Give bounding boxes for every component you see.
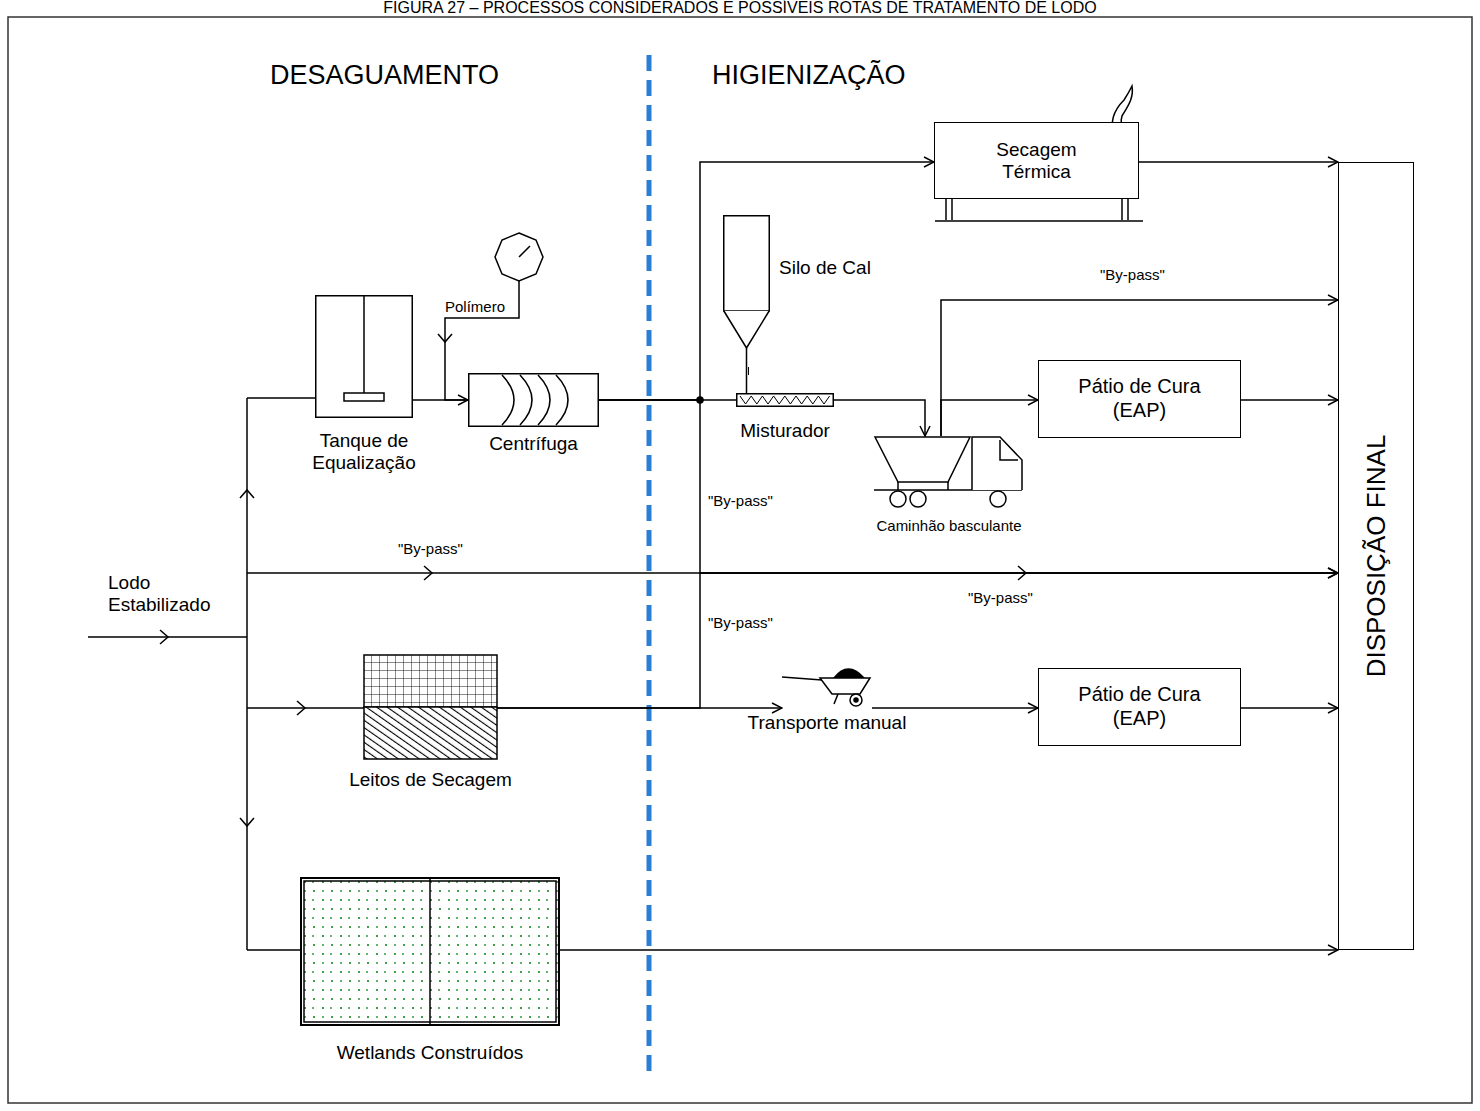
node-label: Tanque de Equalização	[294, 430, 434, 475]
leitos-symbol	[364, 655, 497, 759]
centrifuge-node: Centrífuga	[468, 373, 599, 427]
figure-title: FIGURA 27 – PROCESSOS CONSIDERADOS E POS…	[0, 0, 1480, 17]
silo-symbol	[724, 216, 770, 375]
node-label: Wetlands Construídos	[337, 1042, 524, 1064]
wheelbarrow-node-outline	[782, 660, 872, 708]
process-box: Pátio de Cura (EAP)	[1038, 668, 1241, 746]
tank-node: Tanque de Equalização	[315, 295, 413, 418]
flow-connector	[1139, 161, 1338, 163]
inflow-lines	[88, 397, 1338, 950]
wheelbarrow-node: Transporte manual	[782, 660, 872, 708]
wet-symbol	[301, 878, 559, 1025]
drying-bed-node: Leitos de Secagem	[364, 655, 497, 759]
node-label: Misturador	[740, 420, 830, 442]
node-label: Centrífuga	[489, 433, 578, 455]
flow-connector	[1241, 707, 1338, 709]
input-label: Lodo Estabilizado	[108, 572, 233, 616]
dryer-stand-and-flame	[935, 86, 1143, 221]
node-label: Caminhão basculante	[876, 517, 1021, 535]
node-label: Pátio de Cura (EAP)	[1065, 683, 1215, 730]
drying-bed-node-outline	[364, 655, 497, 759]
flow-connector	[560, 949, 1338, 951]
tank-symbol	[316, 295, 413, 417]
phase-heading: DESAGUAMENTO	[270, 60, 499, 91]
phase-heading: HIGIENIZAÇÃO	[712, 60, 906, 91]
flow-connector	[872, 707, 1038, 709]
frame	[8, 17, 1472, 1103]
flow-connector	[599, 162, 934, 400]
centri-symbol	[469, 374, 599, 427]
node-label: Leitos de Secagem	[349, 769, 512, 791]
mixer-node: Misturador	[736, 393, 834, 407]
truck-symbol	[874, 437, 1022, 507]
truck-node-outline	[874, 436, 1024, 511]
dosing-label: Polímero	[445, 298, 505, 315]
mixer-symbol	[737, 394, 834, 407]
wetland-node-outline	[300, 877, 560, 1026]
node-label: Silo de Cal	[779, 257, 871, 279]
silo-node-outline	[723, 215, 770, 375]
node-label: DISPOSIÇÃO FINAL	[1361, 435, 1392, 678]
centrifuge-node-outline	[468, 373, 599, 427]
node-label: Transporte manual	[748, 712, 907, 734]
silo-node: Silo de Cal	[723, 215, 770, 375]
flow-connector	[1241, 399, 1338, 401]
mixer-node-outline	[736, 393, 834, 407]
process-box: Secagem Térmica	[934, 122, 1139, 199]
phase-divider	[647, 55, 652, 1072]
flow-connector	[746, 375, 748, 393]
wetland-node: Wetlands Construídos	[300, 877, 560, 1026]
bypass-label: "By-pass"	[706, 492, 775, 509]
node-label: Secagem Térmica	[977, 138, 1097, 183]
flow-connector	[834, 400, 925, 436]
flow-connector	[413, 399, 468, 401]
process-box: Pátio de Cura (EAP)	[1038, 360, 1241, 438]
disposal-box: DISPOSIÇÃO FINAL	[1338, 162, 1414, 950]
barrow-symbol	[782, 669, 870, 706]
bypass-label: "By-pass"	[968, 589, 1033, 606]
truck-node: Caminhão basculante	[874, 436, 1024, 511]
bypass-label: "By-pass"	[398, 540, 463, 557]
bypass-label: "By-pass"	[706, 614, 775, 631]
flow-connector	[941, 400, 1038, 436]
node-label: Pátio de Cura (EAP)	[1065, 375, 1215, 422]
bypass-label: "By-pass"	[1098, 266, 1167, 283]
tank-node-outline	[315, 295, 413, 418]
